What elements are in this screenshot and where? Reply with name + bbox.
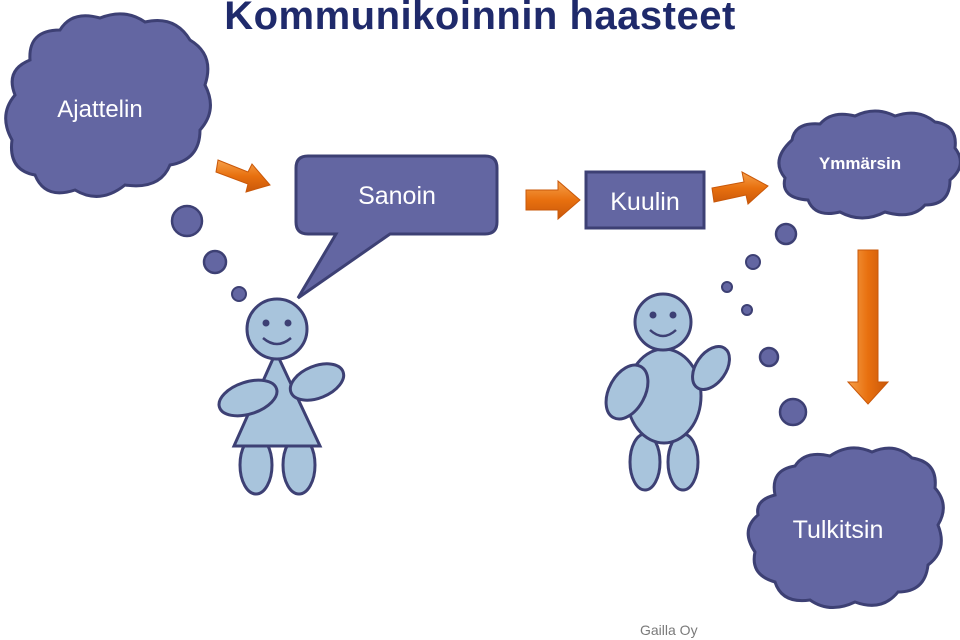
thought-label: Ajattelin: [57, 96, 142, 123]
thought-bubble-dot: [202, 249, 228, 275]
eye: [284, 319, 292, 327]
eye: [262, 319, 270, 327]
arm: [217, 378, 279, 418]
thought-bubble-dot: [778, 397, 808, 427]
said-label: Sanoin: [358, 182, 436, 210]
listener-figure: [604, 292, 731, 492]
arm: [691, 345, 731, 391]
arrow-right-icon: [215, 159, 271, 193]
interpreted-label: Tulkitsin: [793, 516, 884, 544]
speaker-figure: [217, 297, 346, 496]
thought-bubble-dot: [721, 281, 733, 293]
arm: [288, 362, 346, 402]
arrow-right-icon: [525, 179, 581, 221]
heard-box: Kuulin: [584, 170, 706, 230]
thought-bubble-dot: [231, 286, 247, 302]
eye: [669, 311, 677, 319]
arrow-right-icon: [711, 171, 769, 205]
smile: [262, 337, 292, 346]
head: [245, 297, 309, 361]
thought-bubble-dot: [745, 254, 761, 270]
smile: [649, 329, 677, 338]
arrow-down-icon: [846, 249, 890, 405]
thought-bubble-dot: [170, 204, 204, 238]
arm: [604, 363, 650, 421]
heard-label: Kuulin: [610, 188, 680, 216]
thought-bubble-dot: [774, 222, 798, 246]
slide-title: Kommunikoinnin haasteet: [224, 0, 736, 38]
interpreted-cloud: Tulkitsin: [746, 446, 945, 609]
thought-cloud: Ajattelin: [4, 12, 212, 198]
head: [633, 292, 693, 352]
understood-label: Ymmärsin: [819, 154, 901, 173]
thought-bubble-dot: [758, 346, 780, 368]
understood-cloud: Ymmärsin: [777, 109, 960, 220]
eye: [649, 311, 657, 319]
thought-bubble-dot: [741, 304, 753, 316]
speech-bubble: Sanoin: [294, 154, 499, 300]
footer-credit: Gailla Oy: [640, 622, 698, 638]
